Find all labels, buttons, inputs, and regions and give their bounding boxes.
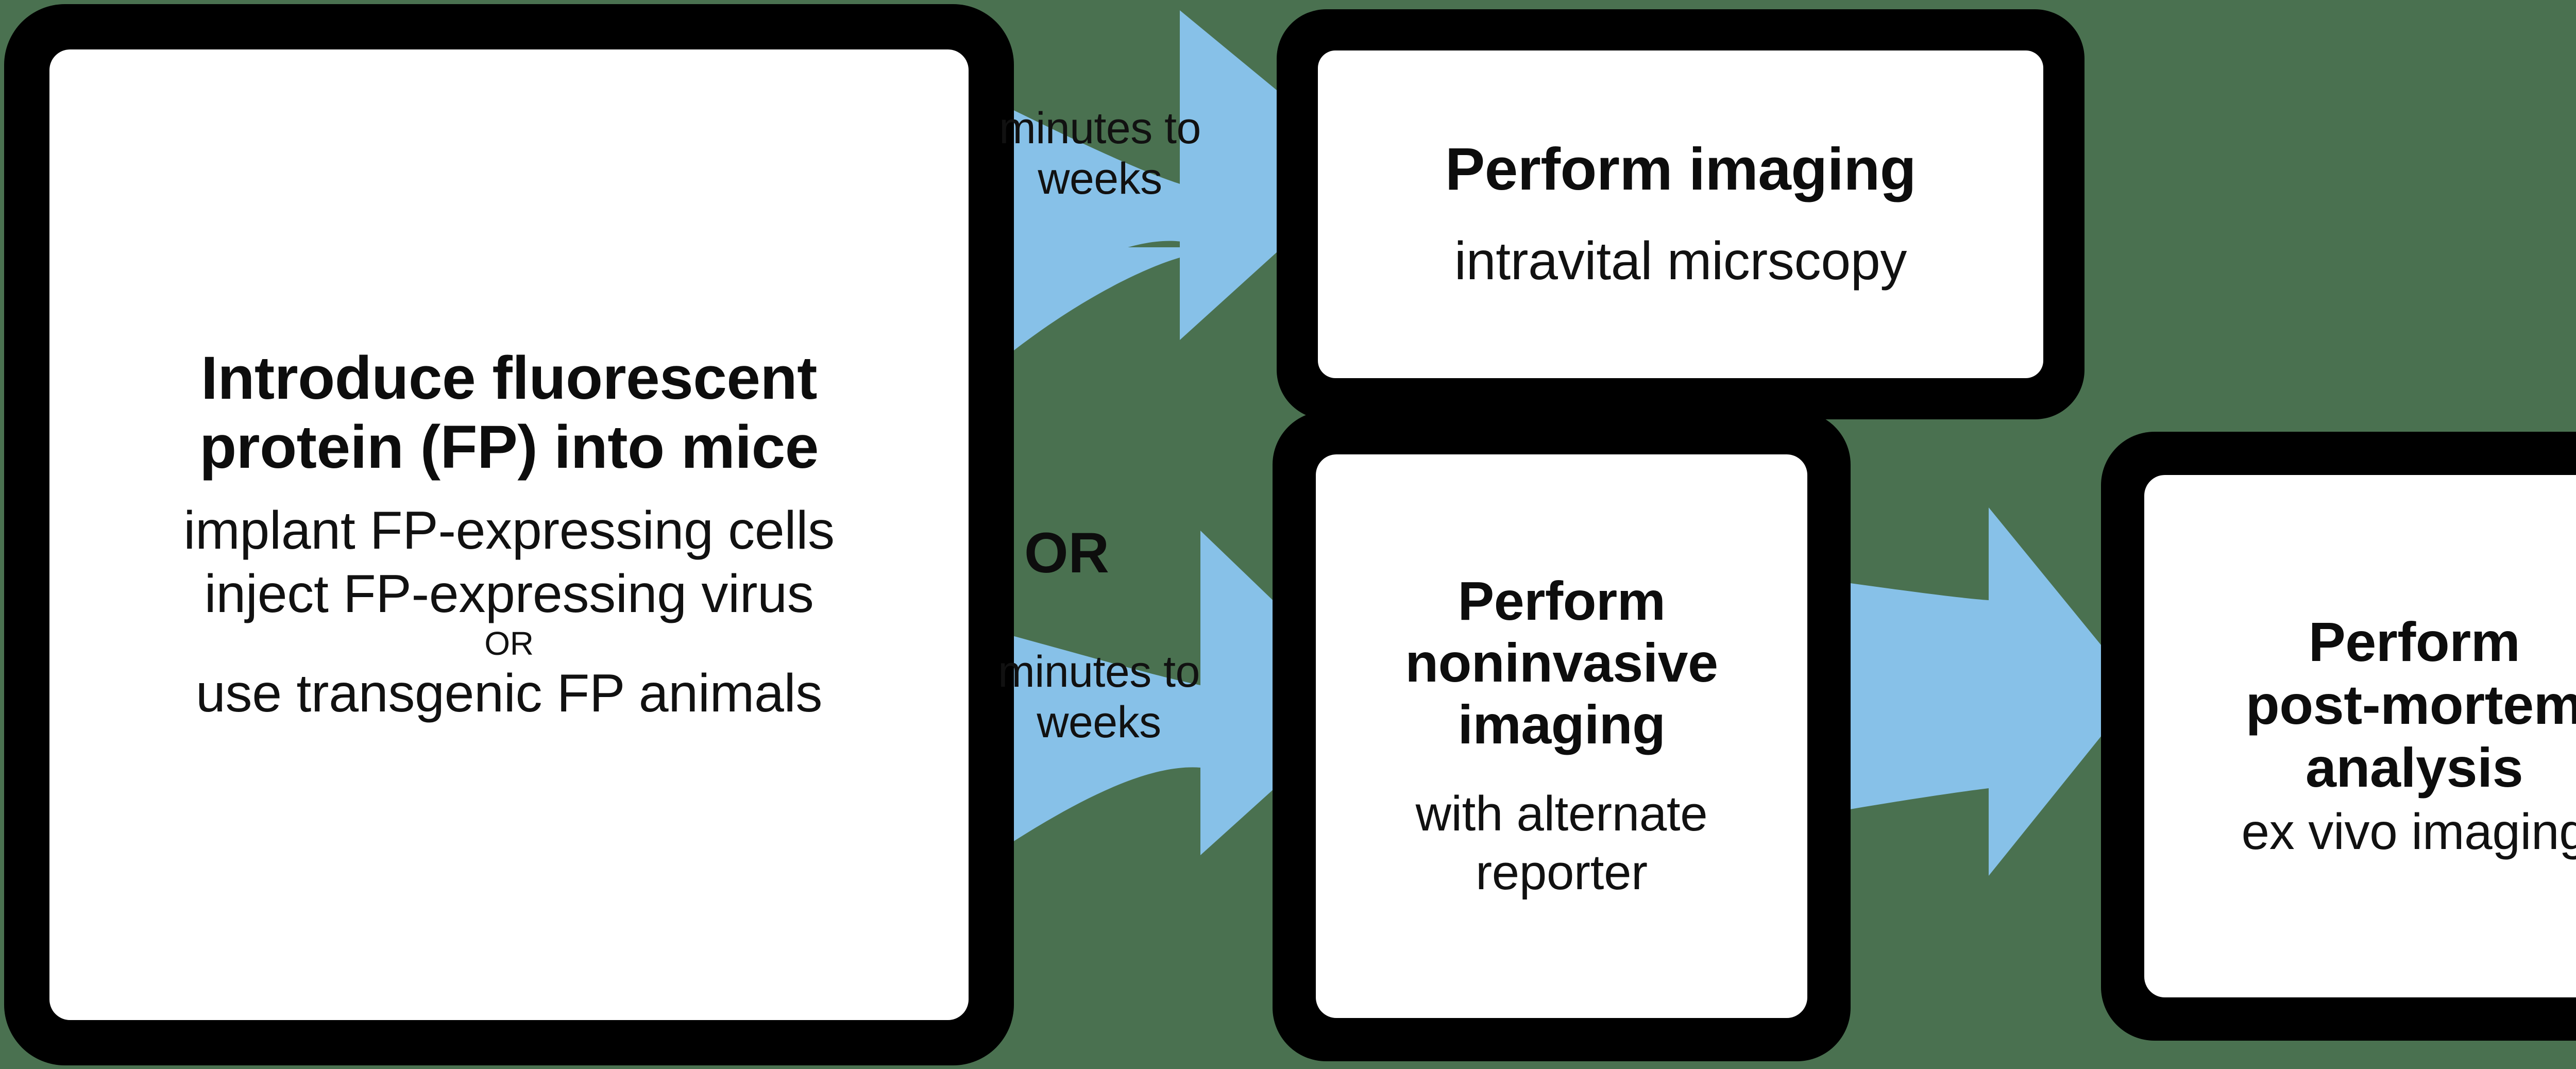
- process-box-perform-imaging-title: Perform imaging: [1445, 135, 1917, 203]
- process-box-perform-imaging[interactable]: Perform imaging intravital micrscopy: [1277, 9, 2084, 419]
- process-box-noninvasive-imaging-content: Perform noninvasive imaging with alterna…: [1316, 454, 1807, 1018]
- branch-divider-or: OR: [1024, 521, 1109, 585]
- process-box-noninvasive-imaging-subtitle: with alternate reporter: [1415, 786, 1708, 900]
- process-box-post-mortem-analysis-subtitle: ex vivo imaging: [2241, 803, 2576, 860]
- process-box-post-mortem-analysis-title: Perform post-mortem analysis: [2245, 610, 2576, 799]
- process-box-introduce-content: Introduce fluorescent protein (FP) into …: [49, 49, 969, 1020]
- process-box-post-mortem-analysis-content: Perform post-mortem analysis ex vivo ima…: [2144, 475, 2576, 997]
- arrow-noninvasive-to-postmortem: [1824, 507, 2138, 876]
- process-box-noninvasive-imaging[interactable]: Perform noninvasive imaging with alterna…: [1273, 411, 1851, 1061]
- process-box-introduce-title: Introduce fluorescent protein (FP) into …: [199, 344, 819, 481]
- process-box-introduce-subtitle: implant FP-expressing cells inject FP-ex…: [183, 501, 835, 723]
- arrow-label-minutes-to-weeks-bottom: minutes to weeks: [998, 647, 1200, 748]
- process-box-perform-imaging-content: Perform imaging intravital micrscopy: [1318, 50, 2043, 378]
- process-box-perform-imaging-subtitle: intravital micrscopy: [1454, 231, 1907, 292]
- process-box-introduce-sub-or: OR: [484, 625, 534, 663]
- process-box-noninvasive-imaging-title: Perform noninvasive imaging: [1405, 571, 1718, 755]
- arrow-label-minutes-to-weeks-top: minutes to weeks: [999, 104, 1201, 204]
- process-box-introduce[interactable]: Introduce fluorescent protein (FP) into …: [4, 4, 1014, 1065]
- process-box-post-mortem-analysis[interactable]: Perform post-mortem analysis ex vivo ima…: [2101, 432, 2576, 1041]
